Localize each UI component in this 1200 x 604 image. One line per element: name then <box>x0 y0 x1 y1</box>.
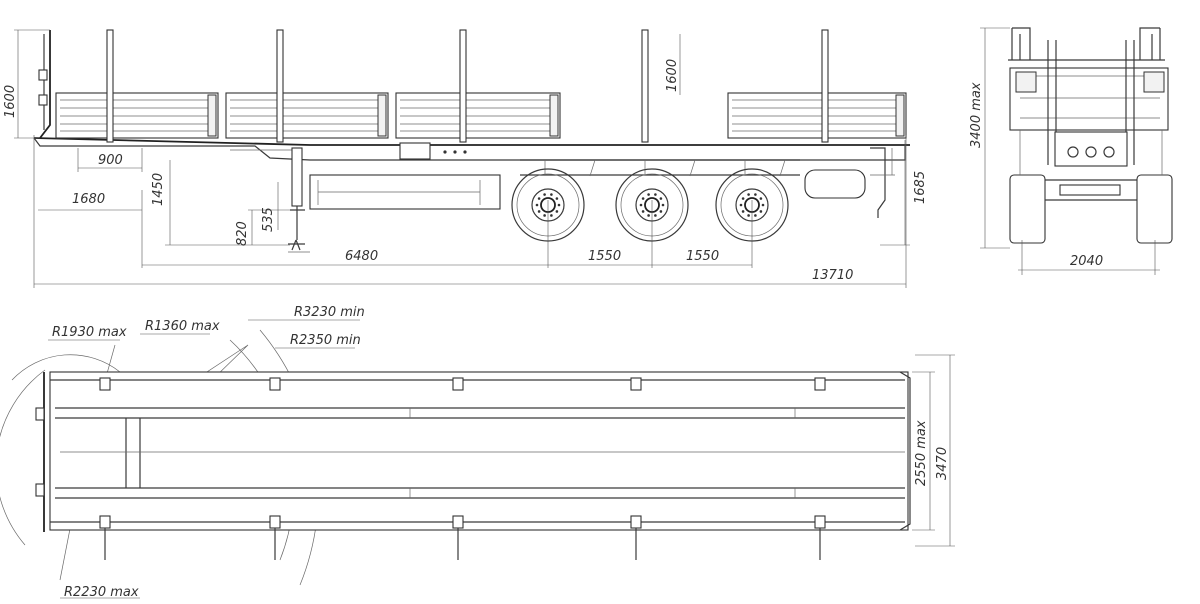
side-dimensions <box>14 29 910 288</box>
dim-leg-stroke: 535 <box>261 207 276 232</box>
stakes <box>106 29 829 143</box>
stake <box>106 29 114 143</box>
lug-nut <box>647 193 650 196</box>
lug-nut <box>754 214 757 217</box>
lug-nut <box>659 197 663 200</box>
lug-nut <box>639 203 643 207</box>
dim-overall-height: 3400 max <box>969 82 984 148</box>
lug-nut <box>543 214 546 217</box>
dim-axle-spacing-2: 1550 <box>686 249 719 264</box>
side-panels <box>55 92 907 139</box>
dim-kingpin-offset: 1680 <box>72 192 105 207</box>
lug-nut <box>537 197 541 200</box>
headboard <box>38 30 51 139</box>
stake-pocket-right <box>814 515 826 529</box>
lug-nut <box>741 197 745 200</box>
dim-r-inner-min: R2350 min <box>290 333 361 348</box>
dim-headboard-height: 1600 <box>3 85 18 118</box>
stake-pocket-left <box>630 377 642 391</box>
dim-width-max: 2550 max <box>914 420 929 486</box>
stake <box>276 29 284 143</box>
dim-r-front-max: R1930 max <box>52 325 127 340</box>
lug-nut <box>550 214 553 217</box>
stake-pocket-left <box>814 377 826 391</box>
dim-r-turn-min: R3230 min <box>294 305 365 320</box>
toolbox <box>309 174 501 210</box>
stake-pocket-right <box>452 515 464 529</box>
lug-nut <box>754 193 757 196</box>
panel-latch <box>377 94 387 137</box>
lug-nut <box>555 210 559 213</box>
lug-nut <box>535 203 539 207</box>
panel-latch <box>895 94 905 137</box>
deck-frame <box>33 137 910 161</box>
lug-nut <box>741 210 745 213</box>
dim-r-rear-max: R2230 max <box>64 585 139 600</box>
panel-latch <box>207 94 217 137</box>
dim-r-inner-max: R1360 max <box>145 319 220 334</box>
dim-track-width: 2040 <box>1070 254 1103 269</box>
lug-nut <box>641 197 645 200</box>
lug-nut <box>659 210 663 213</box>
panel-latch <box>549 94 559 137</box>
lug-nut <box>647 214 650 217</box>
lug-nut <box>759 197 763 200</box>
dim-stake-height: 1600 <box>665 59 680 92</box>
rear-equipment <box>804 147 895 218</box>
stake-pocket-left <box>99 377 111 391</box>
lug-nut <box>557 203 561 207</box>
stake <box>641 29 649 143</box>
lug-nut <box>641 210 645 213</box>
dim-deck-height: 1685 <box>913 171 928 204</box>
top-view: R1930 max R1360 max R3230 min R2350 min … <box>0 305 955 600</box>
stake <box>821 29 829 143</box>
lug-nut <box>759 210 763 213</box>
lug-nut <box>537 210 541 213</box>
dim-overall-length: 13710 <box>812 268 853 283</box>
lug-nut <box>747 214 750 217</box>
lug-nut <box>747 193 750 196</box>
dim-axle-spacing-1: 1550 <box>588 249 621 264</box>
stake-pocket-right <box>99 515 111 529</box>
stake-pockets <box>99 377 826 560</box>
wheels <box>511 168 789 242</box>
dim-leg-height: 820 <box>235 221 250 246</box>
lug-nut <box>761 203 765 207</box>
lug-nut <box>543 193 546 196</box>
rear-view: 3400 max 2040 <box>969 27 1173 275</box>
dim-kingpin-to-axle: 6480 <box>345 249 378 264</box>
suspension <box>520 159 800 177</box>
dim-front-overhang: 900 <box>98 153 123 168</box>
stake-pocket-right <box>630 515 642 529</box>
lug-nut <box>550 193 553 196</box>
dim-width-stakes: 3470 <box>935 447 950 480</box>
lug-nut <box>739 203 743 207</box>
stake-pocket-left <box>269 377 281 391</box>
stake-pocket-left <box>452 377 464 391</box>
lug-nut <box>555 197 559 200</box>
deck-outline <box>35 371 911 532</box>
dim-fifth-wheel-height: 1450 <box>151 173 166 206</box>
stake-pocket-right <box>269 515 281 529</box>
lug-nut <box>661 203 665 207</box>
lug-nut <box>654 193 657 196</box>
side-view: 1600 1600 900 1680 1450 820 535 6480 155… <box>3 29 928 288</box>
landing-gear <box>288 147 310 253</box>
stake <box>459 29 467 143</box>
lug-nut <box>654 214 657 217</box>
